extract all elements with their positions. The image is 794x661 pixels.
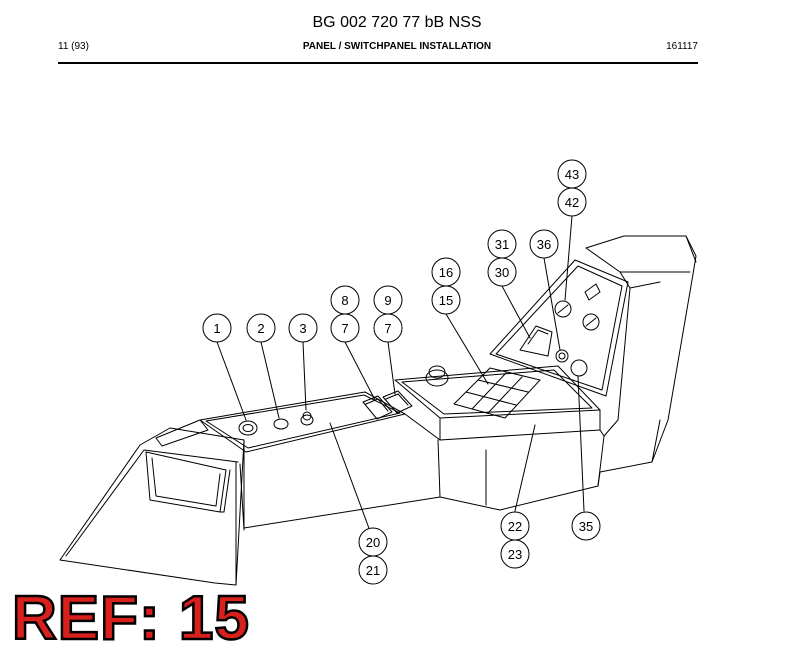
callout-8-label: 8 bbox=[341, 293, 348, 308]
reference-label: REF: 15 bbox=[11, 584, 250, 653]
leader-lines bbox=[216, 215, 585, 532]
callout-15-label: 15 bbox=[439, 293, 453, 308]
page-count: 11 (93) bbox=[58, 41, 89, 52]
callout-1-label: 1 bbox=[213, 321, 220, 336]
callout-31 bbox=[487, 229, 517, 259]
section-title: PANEL / SWITCHPANEL INSTALLATION bbox=[302, 41, 492, 52]
callout-3-label: 3 bbox=[299, 321, 306, 336]
callout-35 bbox=[571, 511, 601, 541]
components bbox=[238, 283, 601, 436]
callout-9-label: 9 bbox=[384, 293, 391, 308]
callout-3 bbox=[288, 313, 318, 343]
callout-9 bbox=[373, 285, 403, 315]
callout-labels: 1 2 3 7 8 7 9 15 16 30 31 36 42 43 20 21… bbox=[213, 167, 593, 578]
callout-21-label: 21 bbox=[366, 563, 380, 578]
document-number: BG 002 720 77 bB NSS bbox=[312, 14, 482, 31]
callout-21 bbox=[358, 555, 388, 585]
callout-1 bbox=[202, 313, 232, 343]
header-rule bbox=[58, 62, 698, 64]
callout-2-label: 2 bbox=[257, 321, 264, 336]
callout-22-label: 22 bbox=[508, 519, 522, 534]
callout-42-label: 42 bbox=[565, 195, 579, 210]
callout-23 bbox=[500, 539, 530, 569]
callout-43-label: 43 bbox=[565, 167, 579, 182]
callout-2 bbox=[246, 313, 276, 343]
callout-23-label: 23 bbox=[508, 547, 522, 562]
callout-20-label: 20 bbox=[366, 535, 380, 550]
callout-35-label: 35 bbox=[579, 519, 593, 534]
callout-balloons bbox=[202, 159, 601, 585]
callout-43 bbox=[557, 159, 587, 189]
callout-36 bbox=[529, 229, 559, 259]
console-drawing bbox=[59, 235, 697, 586]
callout-16 bbox=[431, 257, 461, 287]
callout-7b-label: 7 bbox=[384, 321, 391, 336]
callout-36-label: 36 bbox=[537, 237, 551, 252]
document-date: 161117 bbox=[666, 41, 698, 52]
callout-30-label: 30 bbox=[495, 265, 509, 280]
callout-31-label: 31 bbox=[495, 237, 509, 252]
callout-16-label: 16 bbox=[439, 265, 453, 280]
callout-7a-label: 7 bbox=[341, 321, 348, 336]
callout-8 bbox=[330, 285, 360, 315]
